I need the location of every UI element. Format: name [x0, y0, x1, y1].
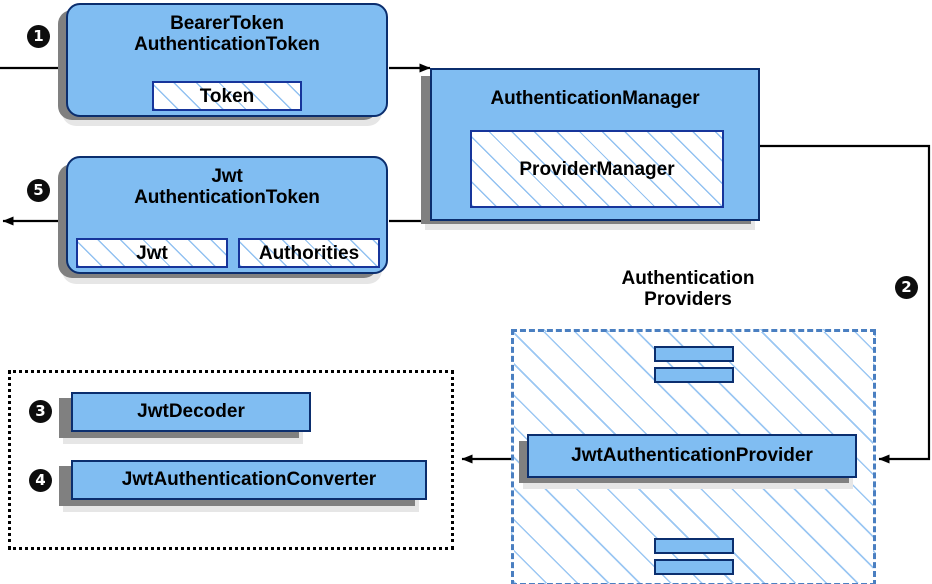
step-badge-5: 5: [27, 179, 50, 202]
jwt-token-inner-authorities[interactable]: Authorities: [238, 238, 380, 268]
jwt-token-title-line1: Jwt: [211, 166, 243, 187]
authentication-providers-label: Authentication Providers: [510, 268, 866, 311]
authentication-providers-label-line2: Providers: [644, 289, 732, 311]
auth-manager-inner-provider-manager[interactable]: ProviderManager: [470, 130, 724, 208]
auth-manager-inner-provider-manager-label: ProviderManager: [519, 158, 675, 180]
jwt-token-inner-jwt[interactable]: Jwt: [76, 238, 228, 268]
other-provider-bar-top-1: [654, 346, 734, 362]
bearer-token-inner-token-label: Token: [199, 85, 255, 107]
step-badge-3: 3: [29, 400, 52, 423]
other-provider-bar-bottom-1: [654, 538, 734, 554]
step-badge-1: 1: [27, 25, 50, 48]
bearer-token-node[interactable]: BearerToken AuthenticationToken Token: [66, 3, 388, 117]
jwt-provider-node[interactable]: JwtAuthenticationProvider: [527, 434, 857, 478]
bearer-token-title: BearerToken AuthenticationToken: [68, 13, 386, 56]
jwt-provider-title: JwtAuthenticationProvider: [571, 445, 813, 466]
bearer-token-title-line1: BearerToken: [170, 13, 284, 34]
jwt-decoder-title: JwtDecoder: [137, 401, 245, 422]
jwt-converter-node[interactable]: JwtAuthenticationConverter: [71, 460, 427, 500]
step-badge-2: 2: [895, 276, 918, 299]
jwt-token-node[interactable]: Jwt AuthenticationToken Jwt Authorities: [66, 156, 388, 274]
auth-manager-node[interactable]: AuthenticationManager ProviderManager: [430, 68, 760, 221]
other-provider-bar-top-2: [654, 367, 734, 383]
authentication-providers-label-line1: Authentication: [621, 268, 755, 289]
bearer-token-title-line2: AuthenticationToken: [134, 34, 320, 56]
jwt-token-inner-authorities-label: Authorities: [258, 242, 360, 264]
step-badge-4: 4: [29, 469, 52, 492]
bearer-token-inner-token[interactable]: Token: [152, 81, 302, 111]
jwt-token-inner-jwt-label: Jwt: [136, 242, 168, 264]
jwt-decoder-node[interactable]: JwtDecoder: [71, 392, 311, 432]
jwt-token-title: Jwt AuthenticationToken: [68, 166, 386, 209]
other-provider-bar-bottom-2: [654, 559, 734, 575]
auth-manager-title: AuthenticationManager: [490, 88, 700, 109]
jwt-token-title-line2: AuthenticationToken: [134, 187, 320, 209]
jwt-converter-title: JwtAuthenticationConverter: [121, 469, 377, 490]
